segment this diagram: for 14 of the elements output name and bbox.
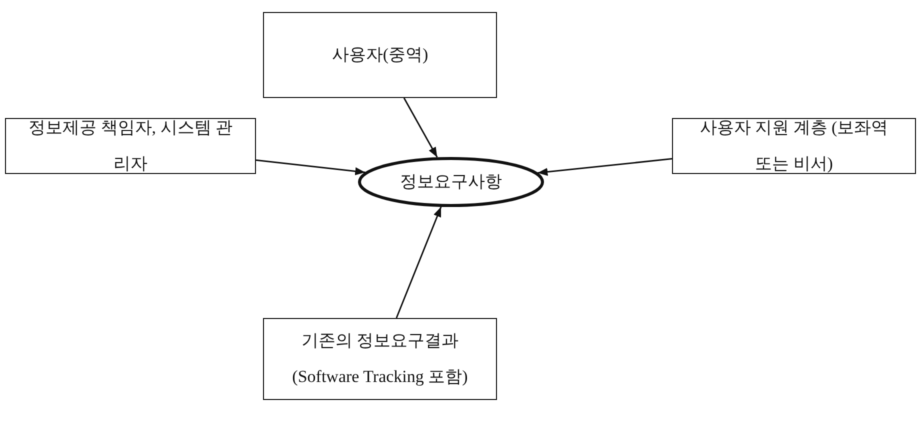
- node-label: 사용자 지원 계층 (보좌역 또는 비서): [698, 117, 890, 175]
- ellipse-node: [358, 157, 544, 207]
- arrow: [538, 158, 672, 176]
- arrow: [403, 98, 438, 158]
- node-label: 기존의 정보요구결과 (Software Tracking 포함): [291, 330, 469, 388]
- process-box: [263, 318, 497, 400]
- node-label: 사용자(중역): [332, 44, 428, 66]
- arrow: [396, 206, 442, 318]
- process-box: [5, 118, 256, 174]
- process-box: [672, 118, 916, 174]
- process-box: [263, 12, 497, 98]
- arrow: [256, 159, 366, 176]
- node-label: 정보요구사항: [400, 171, 502, 194]
- node-label: 정보제공 책임자, 시스템 관리자: [28, 117, 234, 175]
